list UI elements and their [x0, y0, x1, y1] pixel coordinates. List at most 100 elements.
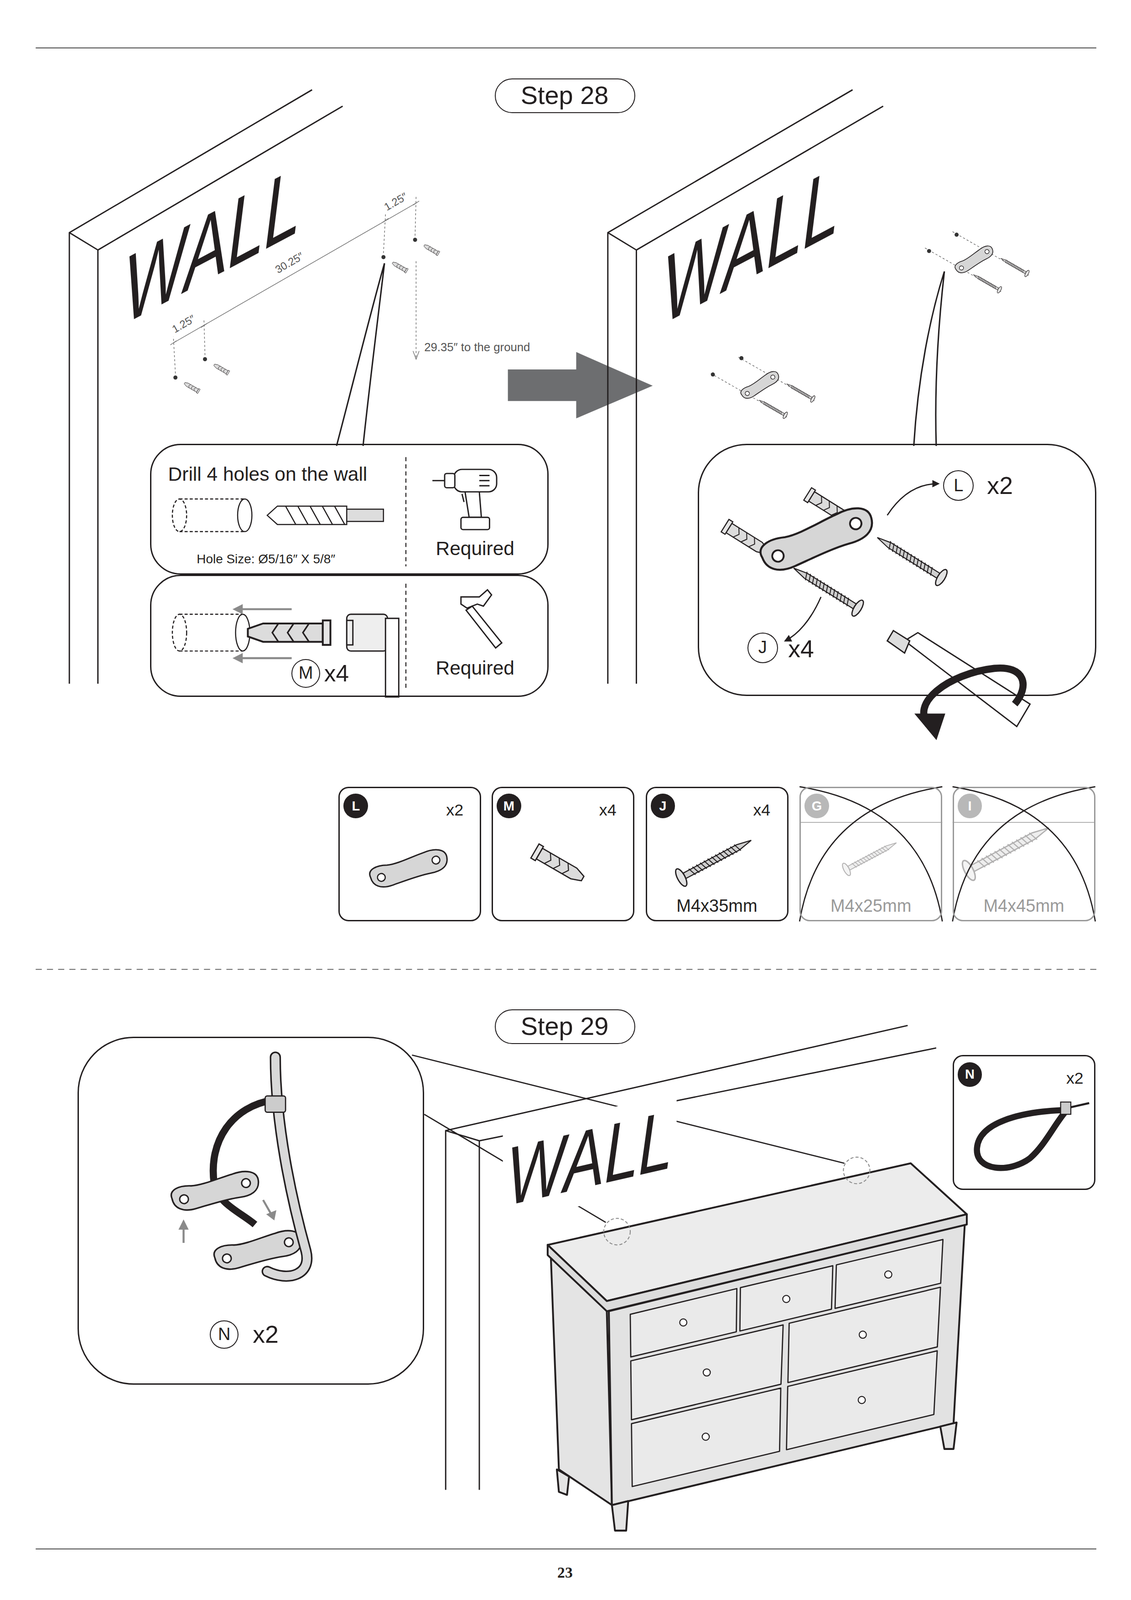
part-letter: I: [967, 798, 972, 814]
part-letter-circle: J: [747, 632, 779, 664]
step-title: Step 29: [520, 1011, 609, 1041]
drill-hole: [381, 254, 386, 260]
dresser: [884, 1270, 893, 1278]
drill-icon: [453, 469, 497, 492]
part-card: x4 M: [491, 786, 635, 922]
part-letter-circle: N: [209, 1320, 239, 1349]
dresser: [702, 1432, 710, 1441]
wall-outline: [607, 89, 884, 684]
mounting-bracket: [999, 254, 1031, 278]
mounting-bracket: [927, 249, 932, 254]
part-card: x2 L: [338, 786, 482, 922]
drill-bit: [285, 506, 345, 525]
part-letter-badge: N: [957, 1062, 983, 1087]
screwdriver: [887, 630, 1031, 739]
dresser: [940, 1422, 957, 1449]
hammer: [346, 614, 399, 697]
dresser: [630, 1239, 944, 1487]
quantity: x2: [1066, 1068, 1084, 1088]
zip-tie-assembly: [213, 1099, 274, 1225]
dresser: [679, 1318, 687, 1327]
hole-size-note: Hole Size: Ø5/16″ X 5/8″: [196, 551, 336, 567]
quantity: x4: [324, 659, 349, 687]
page-rule: [35, 47, 1097, 49]
callout-tail: [336, 263, 385, 446]
callout-panel: x4RequiredM: [150, 574, 549, 697]
quantity: x2: [446, 800, 464, 820]
section-separator: [35, 968, 1097, 970]
not-used-cross: [952, 786, 1096, 922]
dresser: [703, 1368, 711, 1376]
zip-tie-part: [1060, 1101, 1071, 1115]
mounting-bracket: [954, 232, 959, 237]
not-used-cross: [799, 786, 1096, 922]
drill-bit: [346, 508, 384, 522]
zip-tie-assembly: [169, 1168, 262, 1214]
bracket-assembly: [721, 483, 950, 641]
wall-label: WALL: [502, 1092, 677, 1224]
screwdriver: [904, 632, 1031, 727]
hammer: [385, 618, 399, 697]
wall-label: WALL: [662, 145, 839, 344]
part-letter: J: [658, 798, 667, 814]
screw-part: [840, 836, 900, 877]
hammer-icon: [461, 589, 502, 649]
drill-icon: [432, 479, 445, 482]
drill-icon: [465, 491, 482, 518]
not-used-cross: [799, 786, 943, 922]
dresser: [858, 1396, 866, 1404]
hammer: [346, 620, 353, 645]
bracket-assembly: [872, 529, 950, 587]
part-letter: N: [964, 1066, 975, 1082]
callout-panel: x2N: [77, 1036, 425, 1385]
drill-icon: [461, 475, 490, 503]
dimension-label: 1.25″: [382, 190, 410, 213]
instruction-text: Drill 4 holes on the wall: [168, 463, 368, 486]
part-letter-badge: L: [343, 793, 369, 819]
part-letter-badge: M: [496, 793, 522, 819]
zip-tie-assembly: [264, 1095, 286, 1113]
not-used-cross: [799, 821, 1096, 823]
part-size: M4x25mm: [830, 896, 912, 917]
zip-tie-part: [976, 1110, 1067, 1168]
drill-bit: [237, 498, 252, 532]
dresser: [547, 1162, 967, 1531]
bracket-assembly: [785, 596, 821, 641]
wall-label: WALL: [124, 145, 301, 344]
mounting-bracket: [971, 271, 1003, 294]
zip-tie-assembly: [267, 1057, 307, 1277]
bracket-assembly: [887, 483, 939, 515]
anchor-insert: [179, 614, 244, 652]
drill-bit: [172, 498, 384, 532]
quantity: x4: [752, 800, 771, 820]
part-letter: L: [953, 475, 964, 496]
screwdriver: [887, 630, 910, 654]
callout-panel: x2x4LJ: [697, 443, 1097, 696]
mounting-bracket: [739, 356, 744, 361]
dimension-lines: [415, 261, 417, 358]
wall-outline: [69, 89, 343, 684]
hammer-icon: [466, 606, 502, 649]
callout-panel: Drill 4 holes on the wallHole Size: Ø5/1…: [150, 443, 549, 575]
dresser: [612, 1500, 629, 1531]
quantity: x4: [599, 800, 617, 820]
part-letter: N: [217, 1324, 231, 1345]
hammer-icon: [461, 589, 492, 608]
screwdriver: [915, 714, 945, 739]
page-rule: [35, 1548, 1097, 1550]
part-letter: J: [758, 637, 768, 658]
drill-icon: [461, 517, 490, 530]
drill-bit: [179, 498, 245, 532]
anchor-insert: [236, 609, 292, 659]
part-letter: M: [298, 663, 314, 684]
screw-part: [959, 818, 1054, 882]
anchor-insert: [247, 620, 331, 645]
part-letter: M: [503, 798, 515, 814]
mounting-bracket: [738, 368, 782, 401]
drill-icon: [444, 473, 455, 488]
dresser: [679, 1270, 892, 1440]
drill-bit: [172, 498, 187, 532]
part-size: M4x35mm: [676, 896, 758, 917]
